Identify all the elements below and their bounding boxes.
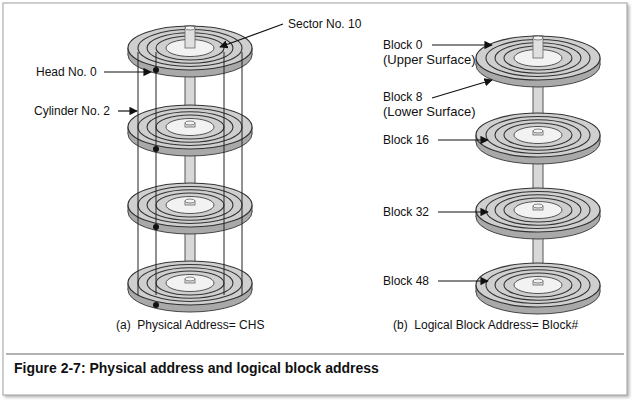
platter [128,105,252,156]
disk-part [476,188,600,232]
platter-stacks [128,26,600,314]
track [495,120,581,151]
spindle [185,199,195,203]
disk-part [224,52,225,295]
track [495,195,581,226]
disk-part [138,52,139,295]
track [504,273,572,297]
platter [128,26,252,77]
disk-part [166,118,214,135]
platter [476,113,600,164]
head-dot [153,67,159,73]
disk-part [476,36,600,80]
disk-part [128,105,252,149]
cylinder-lines [138,52,242,308]
track [138,265,242,302]
disk-part [476,113,600,157]
track [486,192,590,229]
track [138,109,242,146]
block-label: Block 16 [383,133,429,147]
disk-part [166,274,214,291]
subfigure-caption: (a) Physical Address= CHS [116,318,264,332]
track [147,112,233,143]
disk-part [166,196,214,213]
spindle [533,36,543,40]
block-label: Block 48 [383,274,429,288]
platter [476,188,600,239]
track [147,190,233,221]
cylinder-label: Cylinder No. 2 [34,104,110,118]
head-label: Head No. 0 [36,65,97,79]
platter [128,261,252,312]
disk-part [128,26,252,70]
spindle [185,28,195,48]
leader-line [438,211,488,212]
head-dot [153,224,159,230]
spindle [533,129,543,133]
disk-part [514,201,562,218]
disk-part [242,52,243,295]
track [138,187,242,224]
platter [476,36,600,87]
spindle [533,279,543,283]
block-label: Block 0 [383,38,422,52]
sector-label: Sector No. 10 [288,17,361,31]
figure-caption: Figure 2-7: Physical address and logical… [14,361,379,375]
leader-line [432,80,492,98]
spindle [185,277,195,281]
track [504,198,572,222]
disk-part [128,261,252,305]
leader-line [438,139,488,140]
disk-part [128,183,252,227]
track [486,117,590,154]
track [147,268,233,299]
disk-stack [476,36,600,314]
platter [128,183,252,234]
disk-stack [128,26,252,312]
head-dot [153,146,159,152]
disk-part [476,263,600,307]
spindle [185,121,195,125]
track [156,271,224,295]
block-label: Block 32 [383,205,429,219]
leader-lines [104,24,492,281]
leader-line [104,71,151,72]
track [156,115,224,139]
disk-part [514,276,562,293]
leader-line [118,110,137,111]
subfigure-caption: (b) Logical Block Address= Block# [393,318,578,332]
track [486,267,590,304]
spindle [533,204,543,208]
track [156,193,224,217]
disk-part [514,126,562,143]
leader-line [220,24,283,47]
track [504,123,572,147]
caption-rule [6,353,624,355]
spindle [533,38,543,58]
leader-line [432,44,492,45]
surface-label: (Lower Surface) [383,104,475,119]
platter [476,263,600,314]
head-dot [153,302,159,308]
surface-label: (Upper Surface) [383,52,475,67]
disk-part [156,52,157,295]
figure-frame [3,3,627,395]
leader-line [438,280,488,281]
spindle [185,26,195,30]
block-label: Block 8 [383,90,422,104]
track [495,270,581,301]
